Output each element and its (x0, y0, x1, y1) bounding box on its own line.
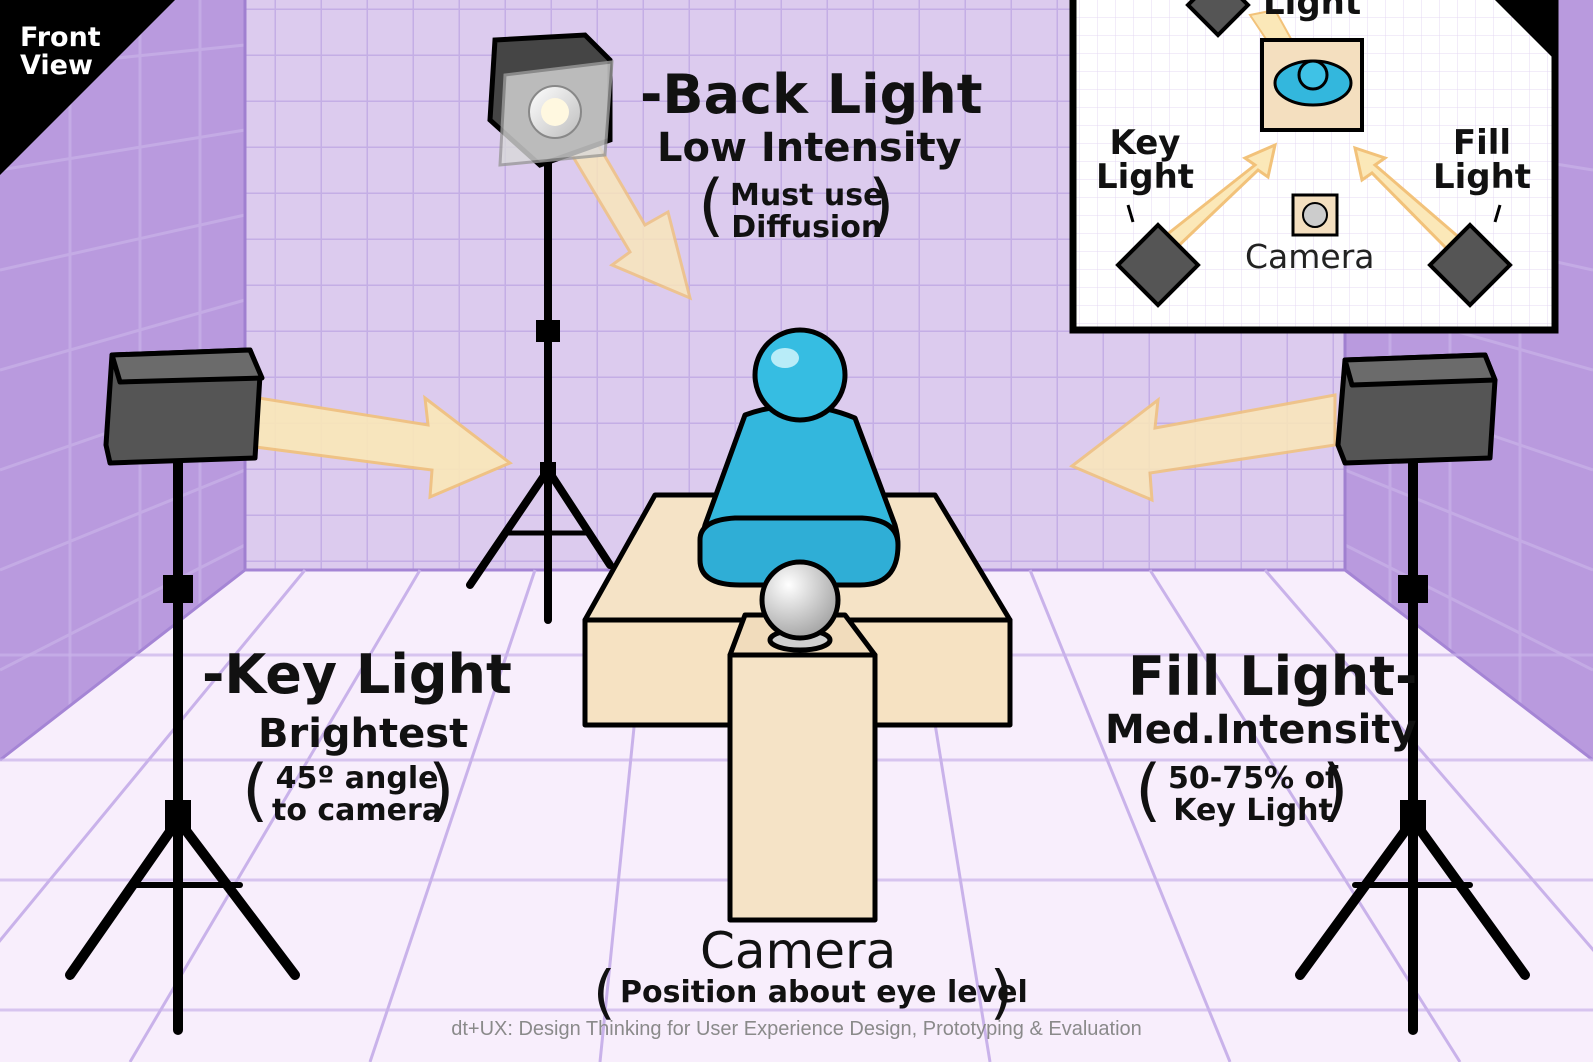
key-light-subtitle: Brightest (258, 714, 468, 754)
inset-fill-light-label: Fill Light (1427, 126, 1537, 194)
inset-key-line1: Key (1090, 126, 1200, 160)
key-light-title: -Key Light (202, 648, 512, 702)
inset-key-light-label: Key Light (1090, 126, 1200, 194)
fill-light-note: 50-75% of Key Light (1168, 763, 1338, 827)
front-view-label: Front View (20, 24, 101, 80)
key-light-note: 45º angle to camera (272, 763, 442, 827)
fill-light-note-line2: Key Light (1168, 795, 1338, 827)
back-light-title: -Back Light (640, 68, 983, 122)
key-light-note-line2: to camera (272, 795, 442, 827)
camera-note: Position about eye level (620, 978, 1028, 1008)
inset-key-line2: Light (1090, 160, 1200, 194)
camera-paren-right: ) (990, 963, 1013, 1021)
front-view-line2: View (20, 52, 101, 80)
fill-light-title: Fill Light- (1128, 650, 1417, 704)
inset-fill-line1: Fill (1427, 126, 1537, 160)
back-light-paren-right: ) (868, 172, 895, 240)
fill-light-note-line1: 50-75% of (1168, 763, 1338, 795)
footer-caption: dt+UX: Design Thinking for User Experien… (0, 1018, 1593, 1041)
back-light-subtitle: Low Intensity (657, 128, 962, 168)
key-light-fixture (106, 350, 262, 463)
inset-fill-line2: Light (1427, 160, 1537, 194)
fill-light-paren-left: ( (1135, 757, 1162, 825)
key-light-note-line1: 45º angle (272, 763, 442, 795)
front-view-line1: Front (20, 24, 101, 52)
fill-light-fixture (1338, 355, 1495, 463)
key-light-paren-right: ) (428, 757, 455, 825)
inset-back-light-label: Light (1263, 0, 1353, 20)
back-light-note-line2: Diffusion (730, 212, 883, 244)
back-light-note: Must use Diffusion (730, 180, 883, 244)
back-light-paren-left: ( (698, 172, 725, 240)
key-light-paren-left: ( (242, 757, 269, 825)
fill-light-paren-right: ) (1322, 757, 1349, 825)
fill-light-subtitle: Med.Intensity (1105, 710, 1417, 750)
camera-title: Camera (700, 926, 896, 976)
camera-paren-left: ( (593, 963, 616, 1021)
inset-camera-label: Camera (1245, 240, 1375, 273)
back-light-note-line1: Must use (730, 180, 883, 212)
back-light-fixture (490, 35, 612, 165)
